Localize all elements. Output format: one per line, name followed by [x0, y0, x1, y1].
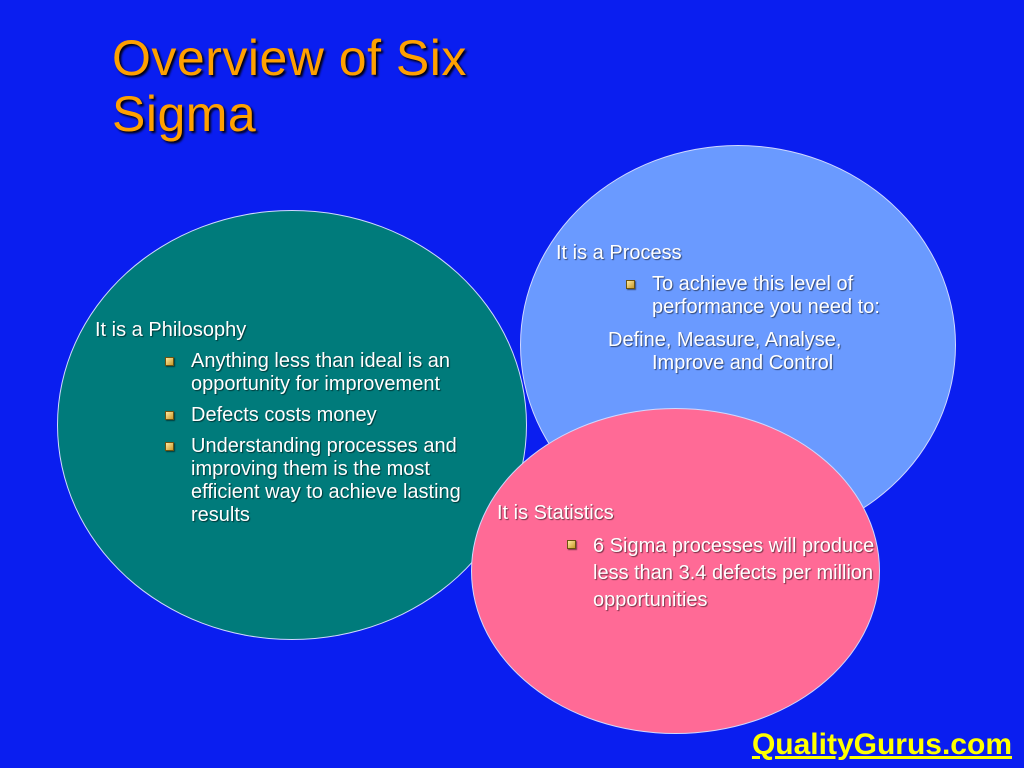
- bullet-icon: [567, 540, 576, 549]
- philosophy-block: It is a Philosophy Anything less than id…: [95, 319, 495, 535]
- process-heading: It is a Process: [556, 242, 682, 264]
- process-steps: Define, Measure, Analyse, Improve and Co…: [608, 329, 956, 375]
- slide-title: Overview of Six Sigma: [112, 30, 467, 142]
- bullet-icon: [165, 357, 174, 366]
- bullet-icon: [165, 442, 174, 451]
- title-line-1: Overview of Six: [112, 30, 467, 86]
- process-block: It is a Process To achieve this level of…: [556, 242, 956, 375]
- list-item-text: Anything less than ideal is an opportuni…: [191, 350, 451, 395]
- process-list: To achieve this level of performance you…: [556, 273, 956, 319]
- list-item: Understanding processes and improving th…: [151, 435, 495, 527]
- list-item-text: To achieve this level of performance you…: [652, 273, 880, 318]
- bullet-icon: [165, 411, 174, 420]
- statistics-heading: It is Statistics: [497, 502, 614, 524]
- statistics-list: 6 Sigma processes will produce less than…: [497, 533, 877, 614]
- list-item: Defects costs money: [151, 404, 495, 427]
- list-item: Anything less than ideal is an opportuni…: [151, 350, 495, 396]
- statistics-circle: [471, 408, 880, 734]
- title-line-2: Sigma: [112, 86, 257, 142]
- philosophy-list: Anything less than ideal is an opportuni…: [95, 350, 495, 527]
- list-item-text: Defects costs money: [191, 404, 377, 426]
- philosophy-circle: [57, 210, 527, 640]
- list-item: To achieve this level of performance you…: [612, 273, 956, 319]
- process-steps-line-1: Define, Measure, Analyse,: [608, 329, 842, 351]
- statistics-block: It is Statistics 6 Sigma processes will …: [497, 502, 877, 622]
- process-steps-line-2: Improve and Control: [652, 352, 834, 374]
- list-item-text: 6 Sigma processes will produce less than…: [593, 535, 875, 611]
- list-item: 6 Sigma processes will produce less than…: [553, 533, 877, 614]
- footer-brand-link[interactable]: QualityGurus.com: [751, 728, 1012, 761]
- bullet-icon: [626, 280, 635, 289]
- philosophy-heading: It is a Philosophy: [95, 319, 247, 341]
- list-item-text: Understanding processes and improving th…: [191, 435, 461, 526]
